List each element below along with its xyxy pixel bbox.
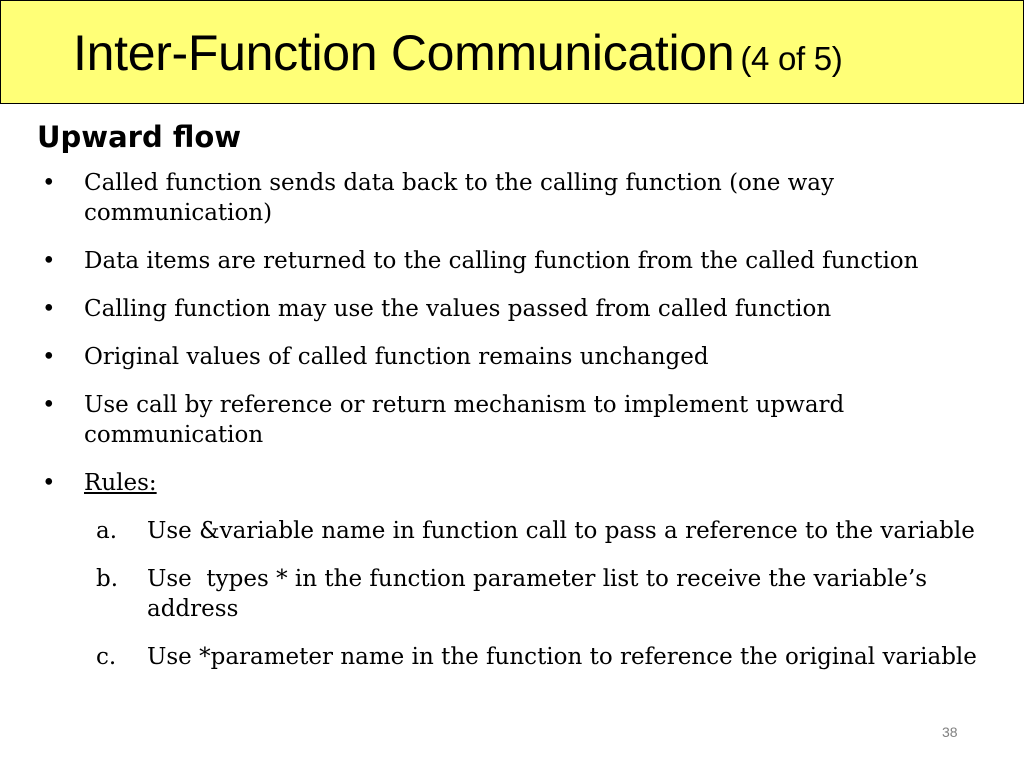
bullet-item: • Use call by reference or return mechan… <box>38 390 988 450</box>
bullet-list: • Called function sends data back to the… <box>38 168 988 690</box>
bullet-icon: • <box>42 296 56 322</box>
rule-text: Use *parameter name in the function to r… <box>147 644 977 670</box>
bullet-text: Original values of called function remai… <box>84 344 709 370</box>
bullet-item: • Called function sends data back to the… <box>38 168 988 228</box>
slide-title-part-indicator: (4 of 5) <box>740 40 843 77</box>
section-heading: Upward flow <box>37 120 242 154</box>
rule-item: b. Use types * in the function parameter… <box>84 564 988 624</box>
bullet-icon: • <box>42 470 56 496</box>
bullet-text: Called function sends data back to the c… <box>84 170 835 226</box>
bullet-text: Data items are returned to the calling f… <box>84 248 919 274</box>
rule-item: c. Use *parameter name in the function t… <box>84 642 988 672</box>
title-bar: Inter-Function Communication(4 of 5) <box>0 0 1024 104</box>
bullet-icon: • <box>42 248 56 274</box>
bullet-item: • Original values of called function rem… <box>38 342 988 372</box>
page-number: 38 <box>942 724 958 740</box>
bullet-text: Use call by reference or return mechanis… <box>84 392 845 448</box>
bullet-item: • Calling function may use the values pa… <box>38 294 988 324</box>
slide-title-main: Inter-Function Communication <box>73 25 735 81</box>
bullet-item: • Data items are returned to the calling… <box>38 246 988 276</box>
bullet-text: Calling function may use the values pass… <box>84 296 832 322</box>
rule-marker: b. <box>96 566 119 592</box>
rules-label: Rules: <box>84 470 157 496</box>
bullet-icon: • <box>42 170 56 196</box>
rule-marker: a. <box>96 518 118 544</box>
slide-title: Inter-Function Communication(4 of 5) <box>73 19 843 93</box>
bullet-icon: • <box>42 392 56 418</box>
rule-text: Use types * in the function parameter li… <box>147 566 935 622</box>
bullet-icon: • <box>42 344 56 370</box>
rule-item: a. Use &variable name in function call t… <box>84 516 988 546</box>
rule-text: Use &variable name in function call to p… <box>147 518 975 544</box>
rule-marker: c. <box>96 644 117 670</box>
rules-list: a. Use &variable name in function call t… <box>84 516 988 672</box>
bullet-item-rules: • Rules: a. Use &variable name in functi… <box>38 468 988 672</box>
